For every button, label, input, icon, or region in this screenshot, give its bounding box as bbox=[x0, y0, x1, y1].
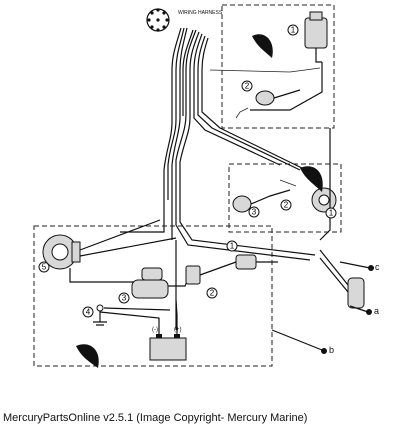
svg-text:2: 2 bbox=[284, 201, 289, 210]
upper-right-group-box bbox=[221, 4, 335, 129]
lower-left-group-box bbox=[33, 225, 273, 367]
callout-upper-2: 2 bbox=[241, 80, 253, 92]
solenoid bbox=[185, 265, 201, 285]
note-shape-middle bbox=[300, 166, 323, 192]
callout-lower-2: 2 bbox=[206, 287, 218, 299]
note-shape-upper bbox=[252, 34, 273, 58]
callout-lower-1: 1 bbox=[226, 240, 238, 252]
callout-middle-1: 1 bbox=[325, 207, 337, 219]
terminal-a-dot bbox=[366, 309, 372, 315]
terminal-c-dot bbox=[368, 265, 374, 271]
battery-minus-label: (-) bbox=[152, 327, 158, 333]
terminal-b-dot bbox=[321, 348, 327, 354]
svg-text:4: 4 bbox=[86, 308, 91, 317]
sensor-upper bbox=[255, 89, 301, 106]
callout-lower-3: 3 bbox=[118, 292, 130, 304]
callout-lower-4: 4 bbox=[82, 306, 94, 318]
ground-point bbox=[93, 304, 107, 326]
callout-middle-2: 2 bbox=[280, 199, 292, 211]
middle-right-group-box bbox=[228, 163, 342, 233]
alternator bbox=[42, 234, 81, 270]
battery bbox=[149, 334, 187, 361]
sensor-middle bbox=[232, 189, 291, 213]
svg-text:2: 2 bbox=[210, 289, 215, 298]
svg-text:1: 1 bbox=[230, 242, 235, 251]
harness-label: WIRING HARNESS bbox=[178, 10, 223, 16]
harness-connector bbox=[146, 8, 170, 32]
harness-plug bbox=[319, 249, 365, 309]
main-harness-bundle bbox=[163, 27, 316, 261]
battery-plus-label: (+) bbox=[174, 327, 182, 333]
svg-text:5: 5 bbox=[42, 263, 47, 272]
note-shape-lower bbox=[76, 344, 99, 368]
terminal-b: b bbox=[329, 345, 334, 355]
relay-right bbox=[235, 254, 278, 270]
callout-upper-1: 1 bbox=[287, 24, 299, 36]
callout-lower-5: 5 bbox=[38, 261, 50, 273]
svg-text:1: 1 bbox=[291, 26, 296, 35]
terminal-a: a bbox=[374, 306, 379, 316]
terminal-c: c bbox=[375, 262, 380, 272]
ignition-coil bbox=[304, 11, 328, 63]
callout-middle-3: 3 bbox=[248, 206, 260, 218]
svg-text:1: 1 bbox=[329, 209, 334, 218]
svg-text:3: 3 bbox=[122, 294, 127, 303]
wiring-diagram: WIRING HARNESS bbox=[33, 4, 380, 368]
starter-motor bbox=[131, 267, 169, 299]
svg-text:3: 3 bbox=[252, 208, 257, 217]
svg-text:2: 2 bbox=[245, 82, 250, 91]
image-caption: MercuryPartsOnline v2.5.1 (Image Copyrig… bbox=[3, 412, 308, 424]
